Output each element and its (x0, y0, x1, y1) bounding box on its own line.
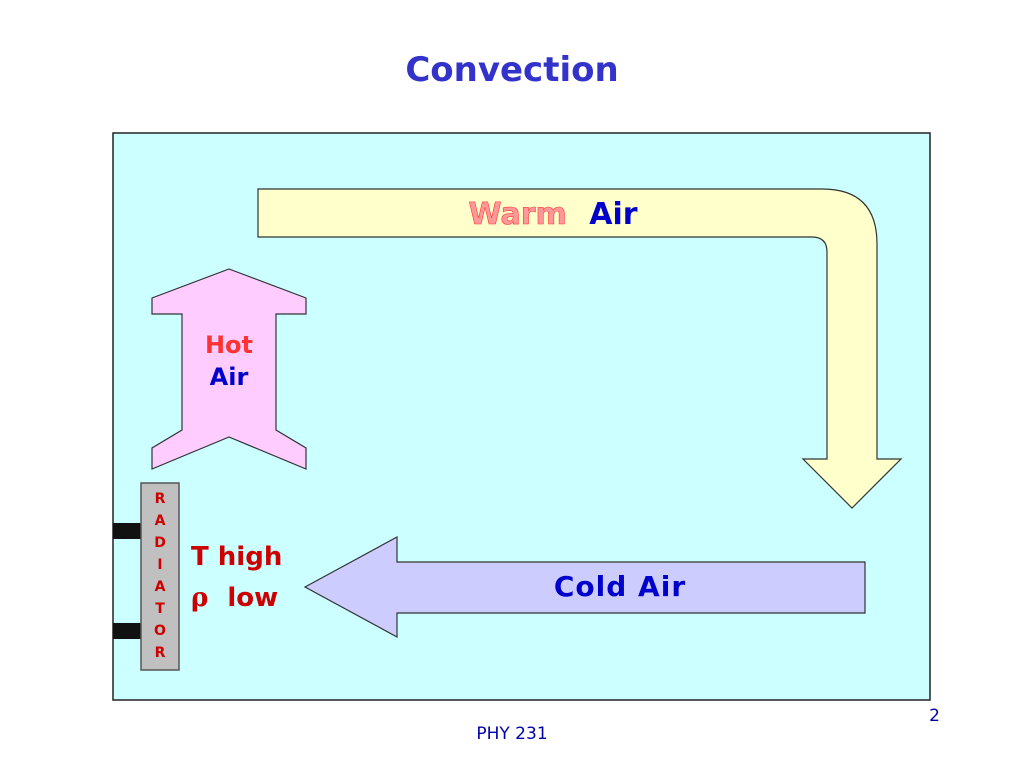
slide-title: Convection (405, 50, 619, 90)
hot-air-label-line1: Hot (205, 331, 253, 359)
warm-air-label-word1: Warm (468, 197, 566, 232)
warm-air-label-word2: Air (589, 197, 638, 232)
radiator-letter: R (155, 491, 166, 507)
hot-air-label-line2: Air (210, 363, 249, 391)
radiator-letter: T (155, 601, 165, 617)
density-low-label: ρ low (191, 583, 278, 613)
cold-air-arrow (303, 535, 866, 639)
density-low-text: low (227, 583, 278, 613)
slide-footer: PHY 231 (476, 724, 548, 744)
radiator-letter: R (155, 645, 166, 661)
page-number: 2 (929, 706, 940, 726)
rho-symbol: ρ (191, 583, 208, 613)
radiator-letter: A (155, 579, 166, 595)
radiator-letter: D (154, 535, 166, 551)
temperature-high-label: T high (191, 542, 282, 572)
warm-air-arrow (257, 188, 903, 509)
radiator-label: R A D I A T O R (154, 491, 166, 661)
radiator-letter: I (157, 557, 162, 573)
radiator-letter: O (154, 623, 166, 639)
radiator-body (140, 482, 180, 671)
radiator-pipe-bottom (113, 623, 141, 639)
warm-air-label: Warm Air (468, 197, 637, 232)
radiator-pipe-top (113, 523, 141, 539)
hot-air-arrow (151, 268, 307, 470)
radiator-letter: A (155, 513, 166, 529)
cold-air-label: Cold Air (554, 570, 686, 603)
